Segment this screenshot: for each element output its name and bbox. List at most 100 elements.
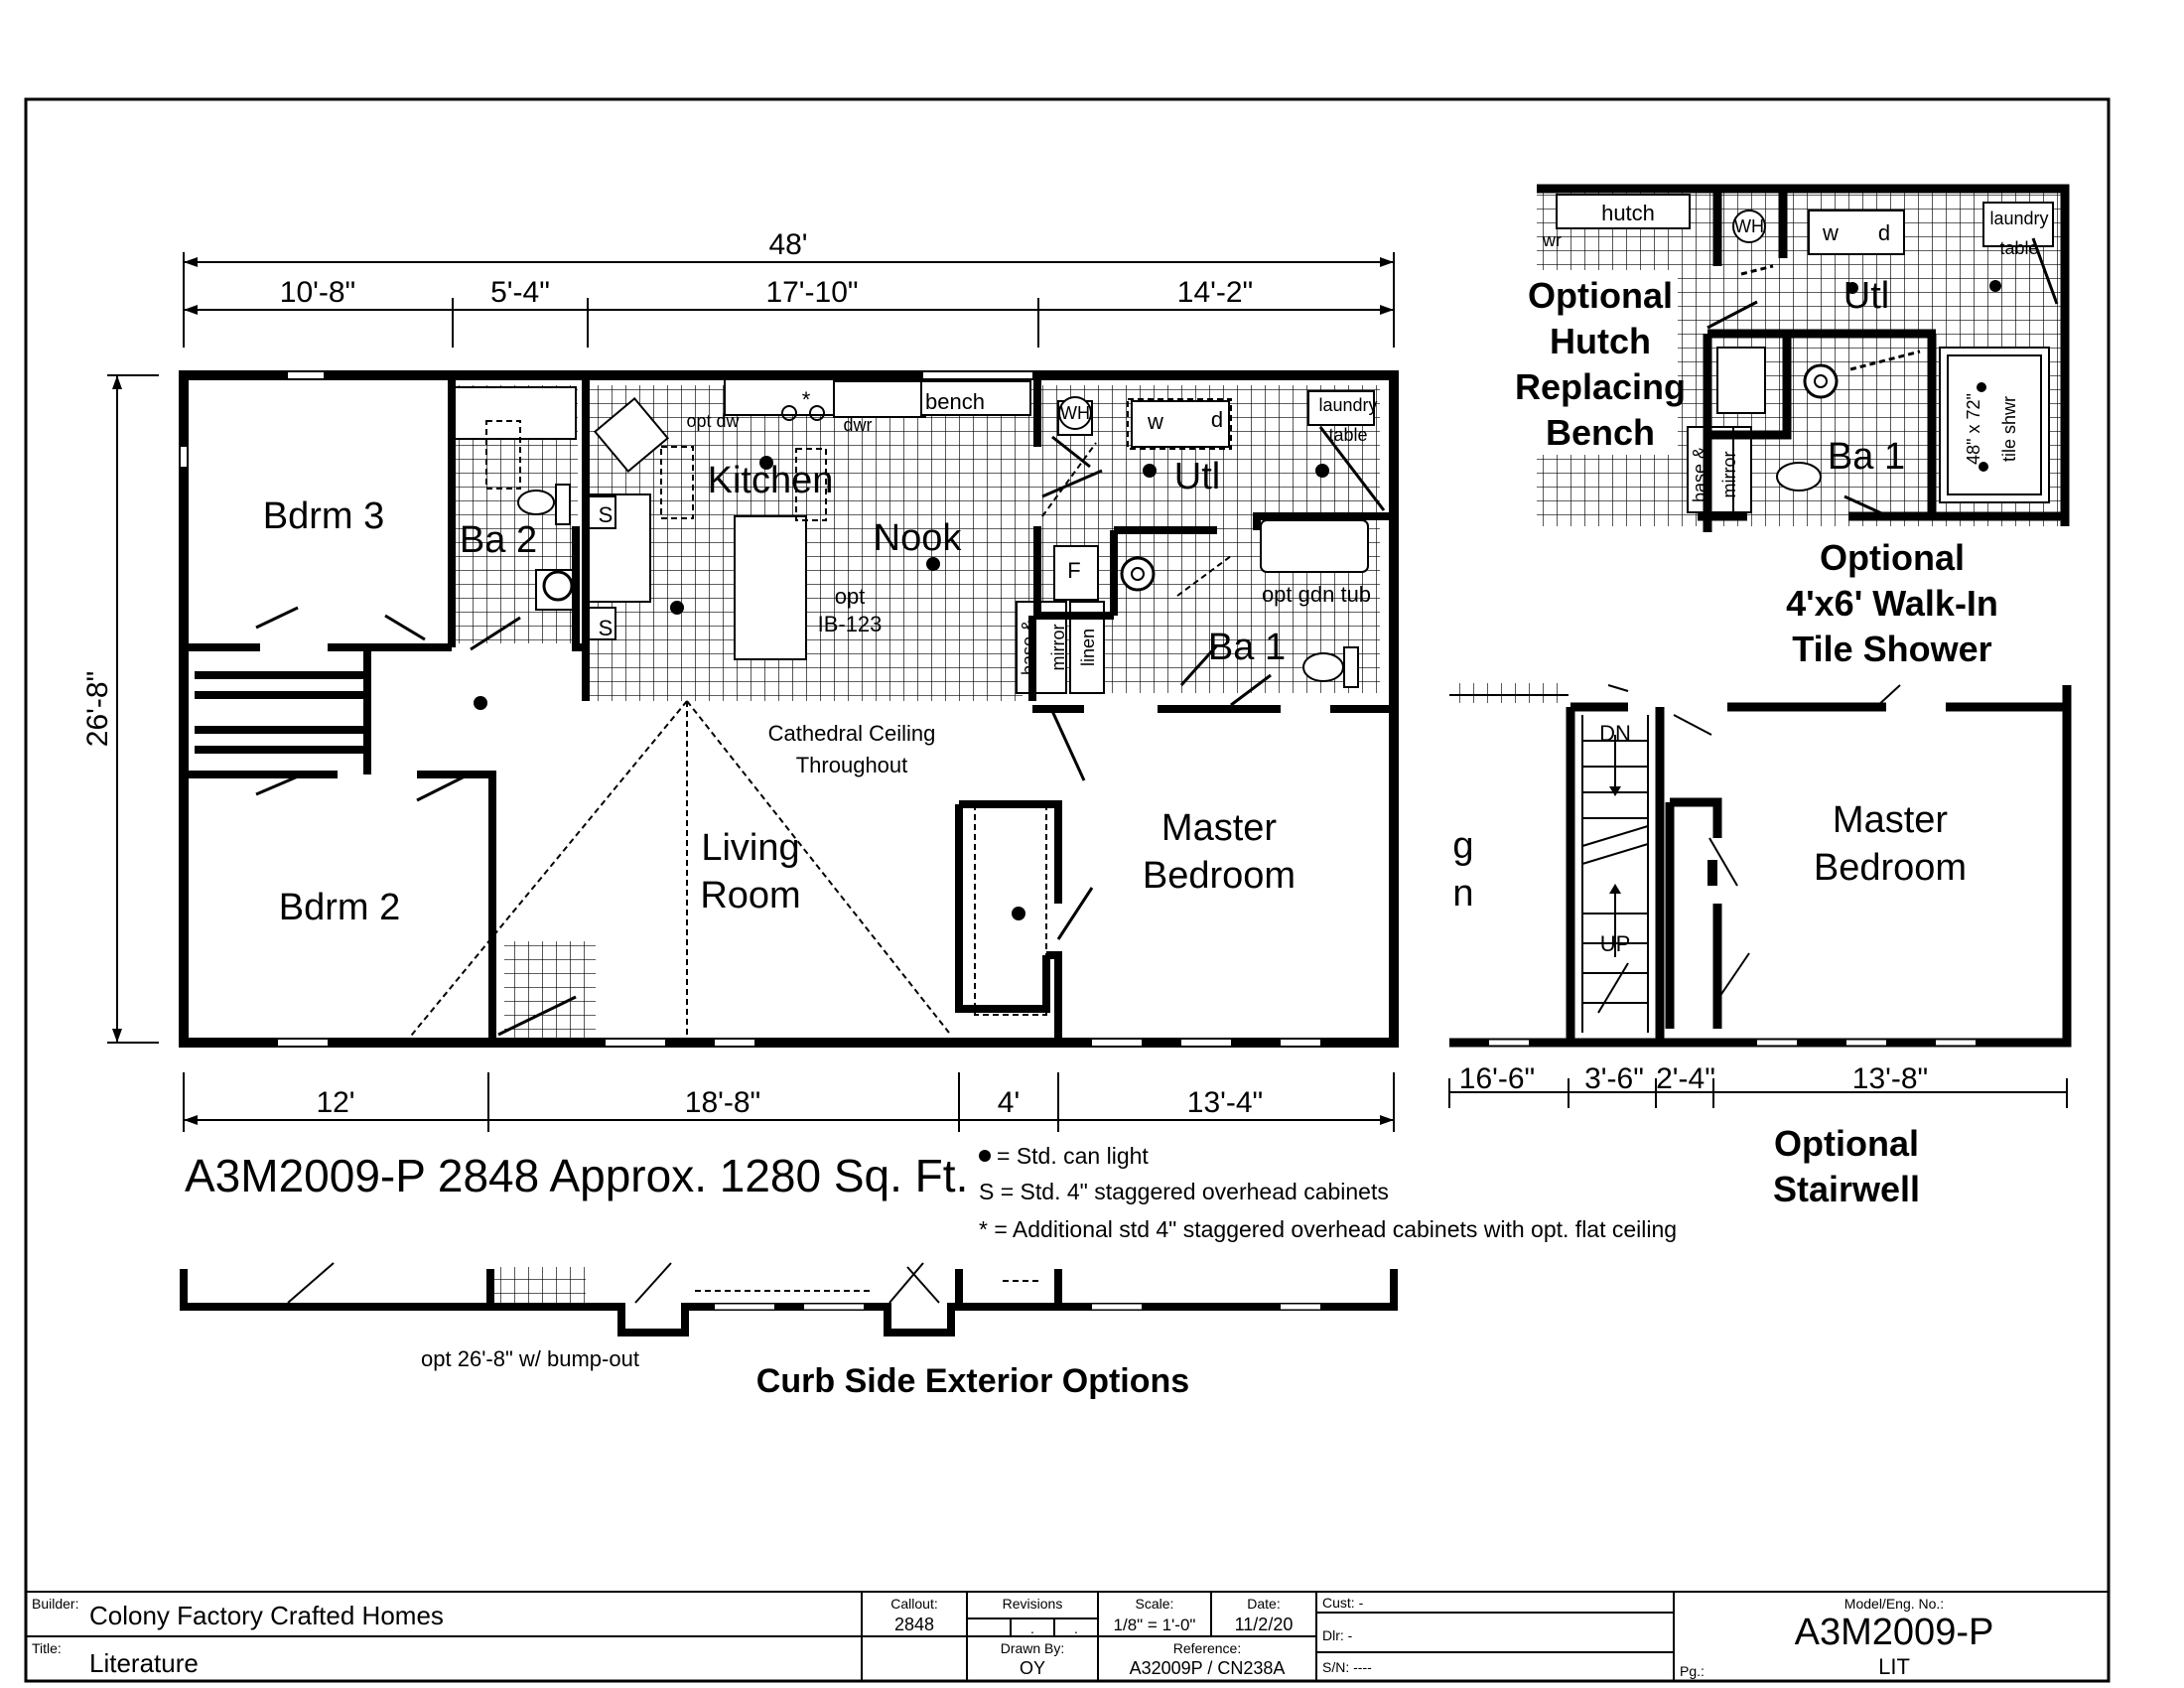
- hutch-wr-label: wr: [1542, 230, 1562, 250]
- f-label: F: [1067, 558, 1080, 583]
- scale-value: 1/8" = 1'-0": [1114, 1616, 1196, 1634]
- stair-dim-4: 13'-8": [1852, 1062, 1928, 1095]
- pg-label: Pg.:: [1680, 1663, 1705, 1679]
- tile-shower-label: tile shwr: [1999, 396, 2019, 462]
- bottom-dim-2: 18'-8": [685, 1086, 760, 1119]
- stair-partial-label-2: n: [1452, 873, 1473, 914]
- stairwell-title-1: Optional: [1774, 1123, 1919, 1164]
- star-cabinet-mark: *: [802, 387, 811, 412]
- room-ba1-label: Ba 1: [1208, 627, 1286, 668]
- hutch-mirror-label: mirror: [1719, 452, 1739, 498]
- date-value: 11/2/20: [1235, 1615, 1294, 1634]
- title-block: [26, 1591, 2109, 1681]
- mirror-label: mirror: [1048, 625, 1068, 671]
- hutch-base-label: base &: [1690, 447, 1709, 502]
- cathedral-note-1: Cathedral Ceiling: [768, 721, 936, 746]
- base-mirror-label: base &: [1019, 620, 1038, 675]
- cust-field: Cust: -: [1322, 1595, 1364, 1611]
- interior-walls: [184, 375, 1394, 1043]
- room-kitchen-label: Kitchen: [708, 460, 834, 501]
- plan-title: A3M2009-P 2848 Approx. 1280 Sq. Ft.: [185, 1150, 968, 1201]
- legend-s-cabinets: S = Std. 4" staggered overhead cabinets: [979, 1179, 1389, 1204]
- room-master-label-2: Bedroom: [1143, 855, 1296, 897]
- bottom-dim-3: 4': [998, 1086, 1020, 1119]
- page-frame: [24, 97, 2111, 1683]
- linen-label: linen: [1078, 629, 1098, 666]
- dimension-arrows: [112, 257, 1394, 1125]
- curb-side-exterior: [180, 1262, 1398, 1336]
- revisions-label: Revisions: [1003, 1596, 1063, 1612]
- opt-gdn-tub-label: opt gdn tub: [1262, 582, 1371, 607]
- shower-title-1: Optional: [1820, 537, 1965, 578]
- dimension-lines: [107, 252, 1395, 1132]
- scale-label: Scale:: [1136, 1596, 1174, 1612]
- hutch-laundry-label: laundry: [1989, 209, 2048, 228]
- hutch-title-1: Optional: [1528, 275, 1673, 316]
- room-bdrm3-label: Bdrm 3: [263, 495, 384, 537]
- model-label: Model/Eng. No.:: [1844, 1596, 1944, 1612]
- hutch-title-2: Hutch: [1550, 321, 1651, 361]
- bench-label: bench: [925, 389, 985, 414]
- legend-can-light: = Std. can light: [997, 1143, 1149, 1169]
- ib-label: IB-123: [818, 612, 883, 636]
- room-master-label-1: Master: [1161, 807, 1277, 849]
- hutch-utl-label: Utl: [1843, 275, 1889, 317]
- drawn-by-label: Drawn By:: [1001, 1640, 1065, 1656]
- stair-master-label-2: Bedroom: [1814, 847, 1967, 889]
- stair-dn-label: DN: [1599, 721, 1631, 746]
- stair-up-label: UP: [1600, 931, 1631, 956]
- bottom-dim-4: 13'-4": [1187, 1086, 1263, 1119]
- stair-dim-1: 16'-6": [1459, 1062, 1535, 1095]
- main-floor-plan: [179, 370, 1399, 1048]
- door-swings: [255, 426, 1386, 1037]
- top-dim-2: 5'-4": [490, 276, 550, 309]
- can-light-legend-dot: [979, 1150, 991, 1162]
- s-cabinet-mark-2: S: [599, 616, 614, 640]
- hutch-ba1-label: Ba 1: [1828, 436, 1905, 478]
- curb-side-title: Curb Side Exterior Options: [756, 1362, 1189, 1400]
- callout-value: 2848: [894, 1615, 934, 1634]
- hutch-title-4: Bench: [1546, 412, 1655, 453]
- dlr-field: Dlr: -: [1322, 1627, 1353, 1643]
- can-lights: [474, 456, 1329, 920]
- title-value: Literature: [89, 1648, 199, 1678]
- sn-field: S/N: ----: [1322, 1659, 1372, 1675]
- windows: [181, 372, 1320, 1046]
- washer-label: w: [1147, 409, 1163, 434]
- stair-dim-2: 3'-6": [1584, 1062, 1644, 1095]
- room-living-label-2: Room: [700, 875, 800, 916]
- top-dim-1: 10'-8": [280, 276, 355, 309]
- overall-width-dim: 48': [768, 228, 807, 261]
- title-label: Title:: [32, 1640, 62, 1656]
- model-value: A3M2009-P: [1795, 1612, 1994, 1653]
- reference-value: A32009P / CN238A: [1130, 1658, 1286, 1678]
- top-dim-4: 14'-2": [1177, 276, 1253, 309]
- callout-label: Callout:: [890, 1596, 937, 1612]
- revision-mark-1: .: [1030, 1620, 1034, 1636]
- stair-dim-3: 2'-4": [1656, 1062, 1715, 1095]
- dryer-label: d: [1211, 407, 1223, 432]
- side-dim: 26'-8": [81, 671, 114, 747]
- bottom-dim-1: 12': [316, 1086, 354, 1119]
- pg-value: LIT: [1878, 1654, 1910, 1679]
- shower-option-title: Optional 4'x6' Walk-In Tile Shower: [1786, 537, 1998, 669]
- stairwell-option: [1448, 683, 2072, 1108]
- opt-dw-label: opt dw: [686, 411, 740, 431]
- hutch-w-label: w: [1822, 220, 1839, 245]
- hutch-title-3: Replacing: [1515, 366, 1686, 407]
- legend-star-cabinets: * = Additional std 4" staggered overhead…: [979, 1216, 1677, 1242]
- stair-partial-label-1: g: [1452, 825, 1473, 867]
- hutch-table-label: table: [1999, 238, 2038, 258]
- room-nook-label: Nook: [874, 517, 963, 559]
- reference-label: Reference:: [1173, 1640, 1241, 1656]
- dwr-label: dwr: [843, 415, 872, 435]
- hutch-label: hutch: [1601, 201, 1655, 225]
- shower-title-2: 4'x6' Walk-In: [1786, 583, 1998, 624]
- shower-title-3: Tile Shower: [1792, 629, 1991, 669]
- builder-value: Colony Factory Crafted Homes: [89, 1601, 444, 1630]
- drawn-by-value: OY: [1020, 1658, 1045, 1678]
- wh-label: WH: [1060, 403, 1090, 423]
- curb-side-note: opt 26'-8" w/ bump-out: [421, 1346, 639, 1371]
- room-living-label-1: Living: [701, 827, 799, 869]
